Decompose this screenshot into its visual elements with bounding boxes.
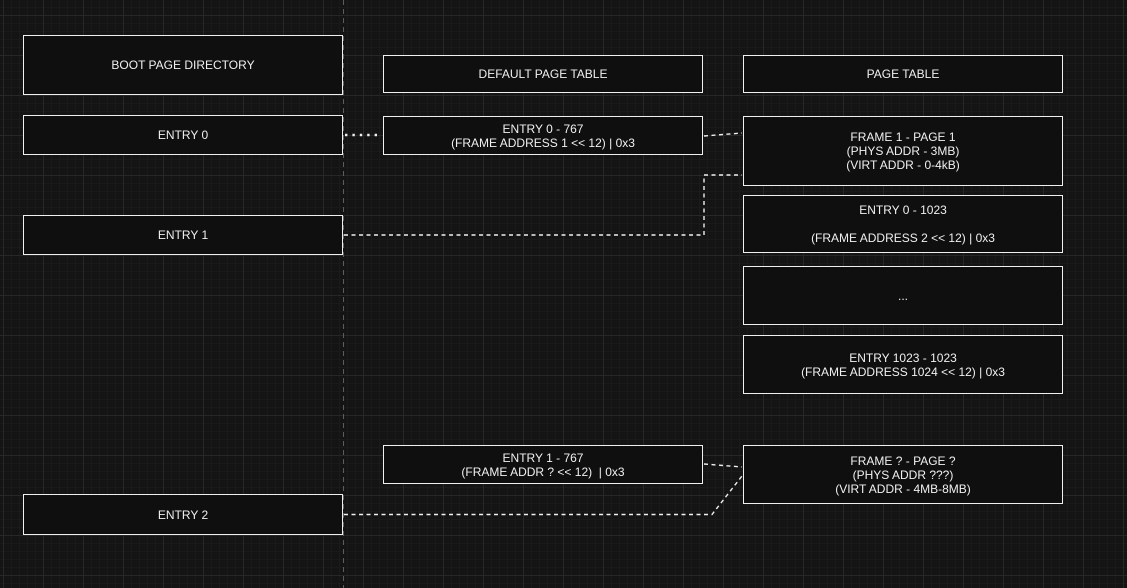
- frame1-line3: (VIRT ADDR - 0-4kB): [846, 158, 960, 172]
- boot-entry2-box[interactable]: ENTRY 2: [23, 494, 343, 535]
- frame-unknown-line1: FRAME ? - PAGE ?: [850, 453, 956, 468]
- frame1-line1: FRAME 1 - PAGE 1: [850, 130, 956, 144]
- connector-default-entry1-to-frame-unknown[interactable]: [703, 463, 743, 468]
- pt-entry0-1023-line2: (FRAME ADDRESS 2 << 12) | 0x3: [811, 231, 995, 245]
- default-entry0-767-line2: (FRAME ADDRESS 1 << 12) | 0x3: [451, 135, 635, 150]
- frame1-line2: (PHYS ADDR - 3MB): [846, 144, 960, 158]
- pt-entry1023-1023-line2: (FRAME ADDRESS 1024 << 12) | 0x3: [801, 364, 1005, 379]
- default-entry0-767-box[interactable]: ENTRY 0 - 767 (FRAME ADDRESS 1 << 12) | …: [383, 116, 703, 155]
- pt-entry0-1023-box[interactable]: ENTRY 0 - 1023 (FRAME ADDRESS 2 << 12) |…: [743, 195, 1063, 253]
- default-entry0-767-line1: ENTRY 0 - 767: [502, 121, 584, 136]
- default-entry1-767-line2: (FRAME ADDR ? << 12) | 0x3: [461, 464, 625, 479]
- pt-entry1023-1023-box[interactable]: ENTRY 1023 - 1023 (FRAME ADDRESS 1024 <<…: [743, 335, 1063, 394]
- page-table-title: PAGE TABLE: [866, 67, 940, 81]
- default-entry1-767-line1: ENTRY 1 - 767: [502, 450, 584, 465]
- boot-entry0-label: ENTRY 0: [157, 128, 209, 142]
- frame-unknown-box[interactable]: FRAME ? - PAGE ? (PHYS ADDR ???) (VIRT A…: [743, 445, 1063, 504]
- frame1-page1-box[interactable]: FRAME 1 - PAGE 1 (PHYS ADDR - 3MB) (VIRT…: [743, 116, 1063, 186]
- default-entry1-767-box[interactable]: ENTRY 1 - 767 (FRAME ADDR ? << 12) | 0x3: [383, 445, 703, 484]
- connector-entry2-to-frame-unknown[interactable]: [344, 475, 743, 516]
- boot-entry1-box[interactable]: ENTRY 1: [23, 215, 343, 255]
- boot-page-directory-box[interactable]: BOOT PAGE DIRECTORY: [23, 35, 343, 95]
- boot-page-directory-title: BOOT PAGE DIRECTORY: [111, 58, 255, 72]
- pt-entry1023-1023-line1: ENTRY 1023 - 1023: [849, 350, 957, 365]
- boot-entry2-label: ENTRY 2: [157, 507, 209, 522]
- default-page-table-title: DEFAULT PAGE TABLE: [478, 67, 608, 81]
- boot-entry0-box[interactable]: ENTRY 0: [23, 115, 343, 155]
- connector-entry1-to-page-table[interactable]: [344, 174, 742, 236]
- default-page-table-box[interactable]: DEFAULT PAGE TABLE: [383, 55, 703, 93]
- connector-default-entry0-to-frame1[interactable]: [703, 132, 743, 137]
- frame-unknown-line2: (PHYS ADDR ???): [852, 467, 954, 482]
- pt-ellipsis-box[interactable]: ...: [743, 266, 1063, 325]
- boot-entry1-label: ENTRY 1: [157, 228, 209, 242]
- page-table-box[interactable]: PAGE TABLE: [743, 55, 1063, 93]
- pt-entry0-1023-line1: ENTRY 0 - 1023: [859, 203, 947, 217]
- frame-unknown-line3: (VIRT ADDR - 4MB-8MB): [835, 481, 971, 496]
- pt-ellipsis-label: ...: [897, 288, 908, 303]
